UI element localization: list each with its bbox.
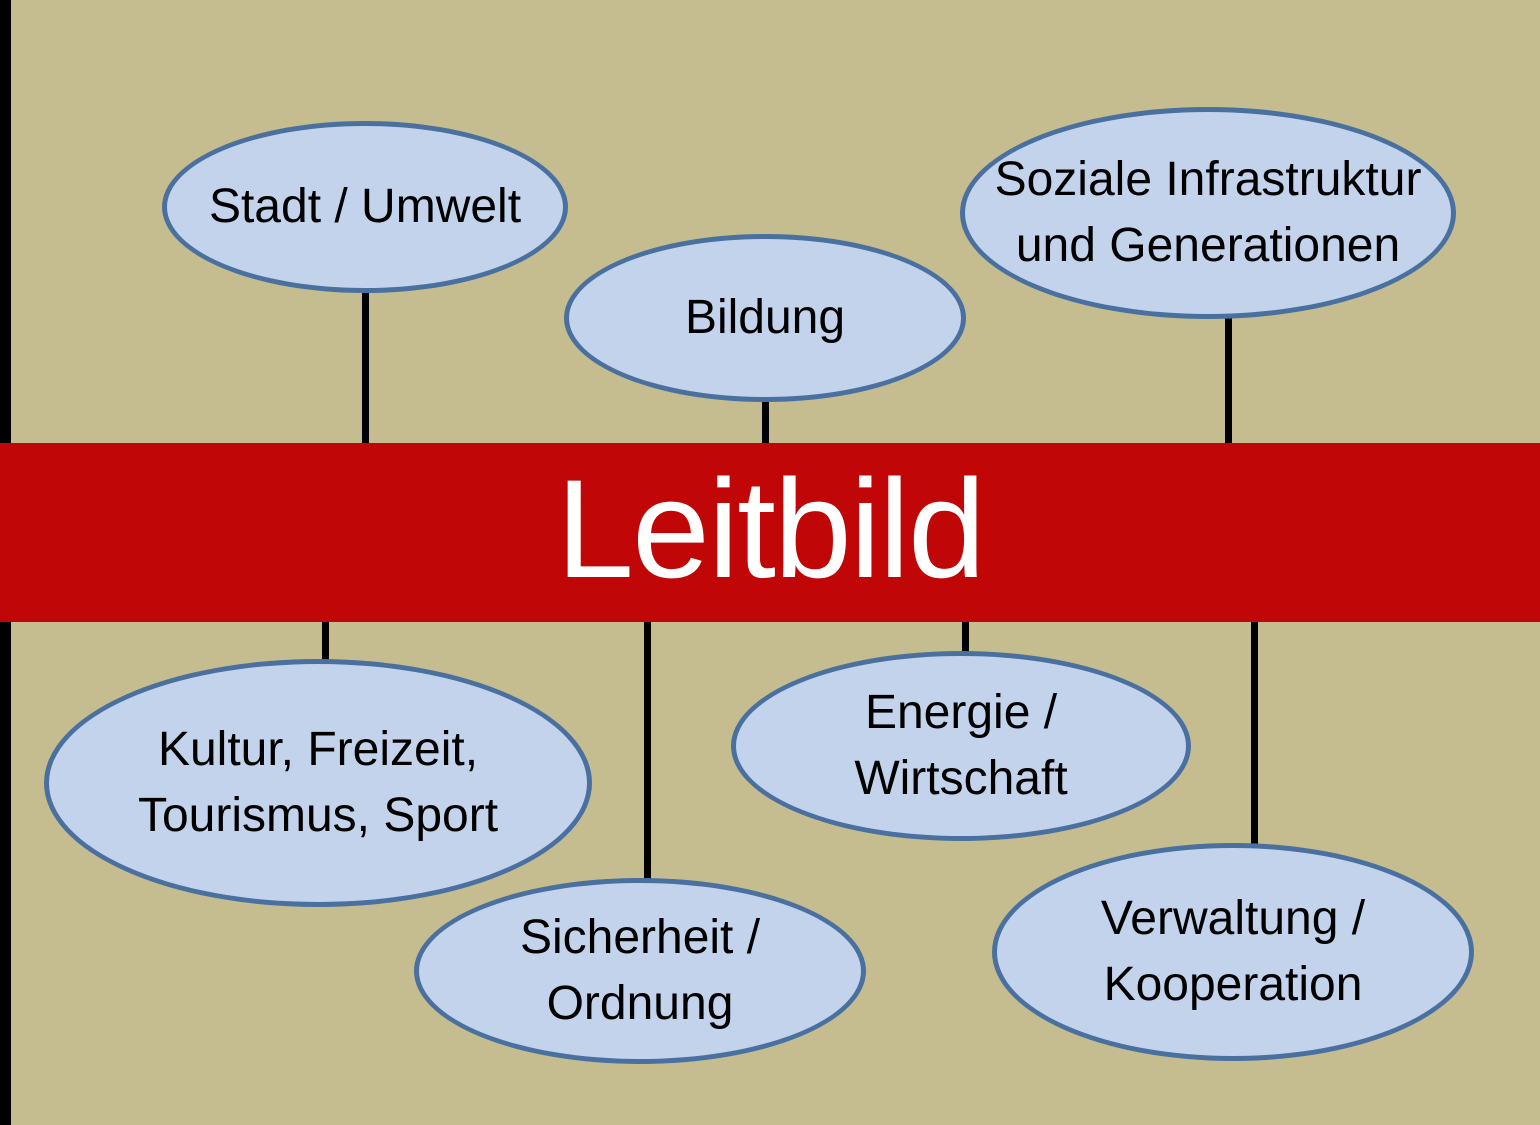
node-verwaltung-kooperation-label: Verwaltung / xyxy=(1100,891,1366,945)
connector-line-stadt-umwelt xyxy=(362,290,369,447)
node-stadt-umwelt: Stadt / Umwelt xyxy=(162,121,568,293)
node-bildung: Bildung xyxy=(564,234,966,402)
node-soziale-infrastruktur-label: Soziale Infrastruktur xyxy=(994,152,1422,206)
node-kultur-freizeit: Kultur, Freizeit, Tourismus, Sport xyxy=(44,659,592,907)
node-verwaltung-kooperation-label: Kooperation xyxy=(1103,958,1363,1011)
node-verwaltung-kooperation: Verwaltung / Kooperation xyxy=(992,843,1474,1061)
connector-line-kultur-freizeit xyxy=(322,618,329,662)
node-kultur-freizeit-label: Tourismus, Sport xyxy=(137,789,499,842)
connector-line-energie-wirtschaft xyxy=(962,618,969,657)
connector-line-verwaltung-kooperation xyxy=(1251,618,1258,849)
node-sicherheit-ordnung-label: Ordnung xyxy=(546,977,734,1030)
node-soziale-infrastruktur: Soziale Infrastruktur und Generationen xyxy=(960,107,1456,319)
node-sicherheit-ordnung: Sicherheit / Ordnung xyxy=(414,878,866,1064)
leitbild-banner: Leitbild xyxy=(0,443,1540,622)
node-energie-wirtschaft-label: Energie / xyxy=(864,685,1058,739)
connector-line-sicherheit-ordnung xyxy=(644,618,651,884)
node-soziale-infrastruktur-label: und Generationen xyxy=(1015,219,1401,272)
node-sicherheit-ordnung-label: Sicherheit / xyxy=(519,910,761,964)
node-kultur-freizeit-label: Kultur, Freizeit, xyxy=(157,722,479,776)
connector-line-soziale-infrastruktur xyxy=(1225,316,1232,447)
connector-line-bildung xyxy=(762,398,769,447)
banner-title: Leitbild xyxy=(556,449,986,607)
node-energie-wirtschaft: Energie / Wirtschaft xyxy=(731,651,1191,841)
node-energie-wirtschaft-label: Wirtschaft xyxy=(854,752,1068,805)
node-bildung-label: Bildung xyxy=(684,290,846,344)
node-stadt-umwelt-label: Stadt / Umwelt xyxy=(208,179,522,233)
